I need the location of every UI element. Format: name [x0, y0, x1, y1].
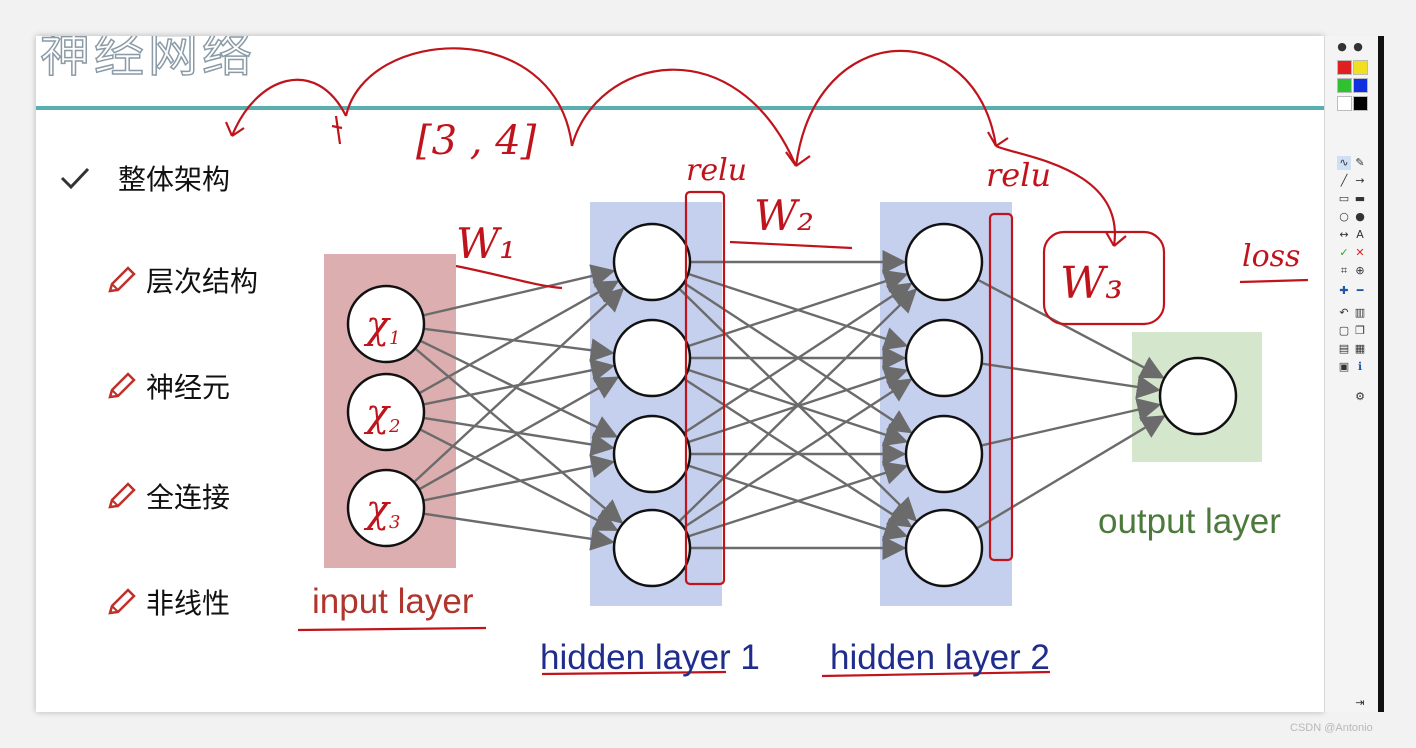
- line-icon[interactable]: ╱: [1340, 174, 1348, 187]
- bullet-label: 层次结构: [146, 265, 259, 298]
- filled-rect-icon[interactable]: ▬: [1354, 192, 1366, 205]
- connection-edge: [422, 264, 616, 317]
- arrow-icon[interactable]: →: [1355, 174, 1365, 187]
- connection-edge: [683, 378, 913, 529]
- input-node: [346, 372, 426, 452]
- w3-annotation: W₃: [1060, 258, 1123, 309]
- color-swatch[interactable]: [1353, 96, 1368, 111]
- checkmark-icon: [60, 167, 90, 190]
- input-node: [346, 284, 426, 364]
- collapse-icon[interactable]: ⇥: [1355, 696, 1365, 709]
- save-icon[interactable]: ▦: [1354, 342, 1366, 355]
- page-title: 神经网络: [39, 36, 256, 83]
- hidden-1-node: [612, 222, 692, 302]
- connection-edge: [423, 454, 616, 502]
- crop-icon[interactable]: ⌗: [1340, 264, 1348, 277]
- input-layer-label: input layer: [312, 582, 474, 621]
- hidden-2-node: [904, 222, 984, 302]
- connection-edge: [975, 415, 1166, 530]
- print-icon[interactable]: ▤: [1338, 342, 1350, 355]
- text-icon[interactable]: A: [1356, 228, 1364, 241]
- bullet-layers: 层次结构: [104, 260, 258, 300]
- connection-edge: [678, 288, 918, 523]
- pencil-icon: [108, 588, 136, 615]
- bullet-nonlinearity: 非线性: [104, 582, 230, 622]
- connection-edge: [423, 512, 615, 551]
- w2-annotation: W₂: [754, 191, 814, 240]
- minus-icon[interactable]: ━: [1356, 284, 1364, 297]
- settings-icon[interactable]: ⚙: [1355, 390, 1365, 403]
- output-layer-label: output layer: [1098, 502, 1281, 541]
- bullet-label: 整体架构: [118, 163, 231, 196]
- connection-edge: [683, 282, 913, 435]
- title-divider: [36, 106, 1324, 110]
- relu-annotation-1: relu: [686, 153, 747, 188]
- color-swatch[interactable]: [1337, 78, 1352, 93]
- rect-icon[interactable]: ▭: [1338, 192, 1350, 205]
- connection-edge: [980, 398, 1162, 447]
- w1-annotation: W₁: [456, 219, 516, 268]
- connection-edge: [423, 327, 615, 363]
- undo-icon[interactable]: ↶: [1339, 306, 1349, 319]
- cross-icon[interactable]: ✕: [1355, 246, 1365, 259]
- dot-menu-icon[interactable]: ●: [1353, 40, 1363, 53]
- new-page-icon[interactable]: ▢: [1338, 324, 1350, 337]
- scrollbar[interactable]: [1378, 36, 1384, 712]
- annotation-toolbar: ● ● ∿ ✎ ╱ → ▭ ▬ ○ ● ↔ A ✓ ✕ ⌗ ⊕ ✚ ━ ↶ ▥ …: [1324, 36, 1379, 712]
- dot-menu-icon[interactable]: ●: [1337, 40, 1347, 53]
- hidden-1-node: [612, 318, 692, 398]
- hidden-layer-2-label: hidden layer 2: [830, 638, 1050, 677]
- bullet-label: 全连接: [146, 481, 231, 514]
- pencil-icon: [108, 266, 136, 293]
- copy-icon[interactable]: ❐: [1355, 324, 1365, 337]
- bullet-label: 非线性: [146, 587, 231, 620]
- color-swatch[interactable]: [1337, 96, 1352, 111]
- hidden-2-node: [904, 508, 984, 588]
- hidden-1-node: [612, 508, 692, 588]
- loss-annotation: loss: [1242, 239, 1300, 274]
- marker-icon[interactable]: ✎: [1355, 156, 1365, 169]
- double-arrow-icon[interactable]: ↔: [1339, 228, 1349, 241]
- hidden-2-node: [904, 318, 984, 398]
- check-icon[interactable]: ✓: [1339, 246, 1349, 259]
- bullet-fully-connected: 全连接: [104, 476, 230, 516]
- pen-icon[interactable]: ∿: [1337, 156, 1351, 170]
- bullet-neuron: 神经元: [104, 366, 230, 406]
- hidden-layer-1-label: hidden layer 1: [540, 638, 760, 677]
- connection-edge: [977, 278, 1165, 379]
- connection-edge: [418, 280, 620, 395]
- ellipse-icon[interactable]: ○: [1339, 210, 1349, 223]
- trash-icon[interactable]: ▥: [1354, 306, 1366, 319]
- connection-edge: [419, 339, 619, 438]
- output-node: [1158, 356, 1238, 436]
- connection-edge: [418, 376, 620, 491]
- bullet-label: 神经元: [146, 371, 231, 404]
- input-node: [346, 468, 426, 548]
- watermark: CSDN @Antonio: [1290, 722, 1373, 734]
- pencil-icon: [108, 482, 136, 509]
- shape-annotation: [3 , 4]: [416, 118, 537, 164]
- filled-ellipse-icon[interactable]: ●: [1355, 210, 1365, 223]
- handwritten-annotations: [3 , 4] W₁ relu W₂ relu W₃ loss: [224, 47, 1309, 678]
- zoom-icon[interactable]: ⊕: [1355, 264, 1365, 277]
- plus-icon[interactable]: ✚: [1339, 284, 1349, 297]
- bullet-architecture: 整体架构: [58, 158, 230, 198]
- hidden-1-node: [612, 414, 692, 494]
- relu-annotation-2: relu: [986, 156, 1051, 194]
- color-swatch[interactable]: [1337, 60, 1352, 75]
- color-swatch[interactable]: [1353, 60, 1368, 75]
- pencil-icon: [108, 372, 136, 399]
- color-swatch[interactable]: [1353, 78, 1368, 93]
- connection-edge: [413, 287, 625, 484]
- screen-icon[interactable]: ▣: [1338, 360, 1350, 373]
- hidden-2-node: [904, 414, 984, 494]
- info-icon[interactable]: ℹ: [1357, 360, 1363, 373]
